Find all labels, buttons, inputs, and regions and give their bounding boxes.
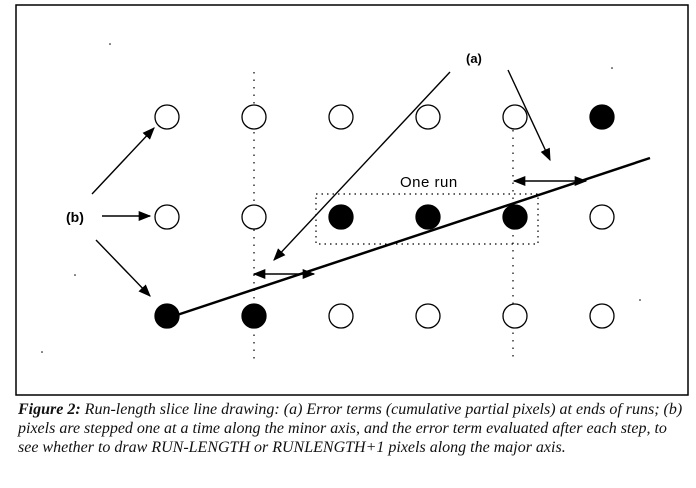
arrow-a-right <box>507 69 551 162</box>
empty-pixel <box>241 204 267 230</box>
pixel-grid <box>154 104 615 329</box>
filled-pixel <box>241 303 267 329</box>
empty-pixel <box>502 104 528 130</box>
empty-pixel <box>589 204 615 230</box>
figure-caption: Figure 2: Run-length slice line drawing:… <box>18 400 690 457</box>
filled-pixel <box>415 204 441 230</box>
empty-pixel <box>154 104 180 130</box>
filled-pixel <box>502 204 528 230</box>
filled-pixel <box>589 104 615 130</box>
arrow-b-up <box>91 127 155 195</box>
run-box <box>315 193 539 245</box>
caption-text: Run-length slice line drawing: (a) Error… <box>18 401 683 456</box>
figure-frame <box>15 4 689 396</box>
empty-pixel <box>328 104 354 130</box>
empty-pixel <box>241 104 267 130</box>
run-label: One run <box>400 174 458 191</box>
caption-figure-label: Figure 2: <box>18 401 81 418</box>
label-b: (b) <box>66 209 84 225</box>
empty-pixel <box>502 303 528 329</box>
filled-pixel <box>154 303 180 329</box>
empty-pixel <box>589 303 615 329</box>
empty-pixel <box>328 303 354 329</box>
empty-pixel <box>415 104 441 130</box>
empty-pixel <box>154 204 180 230</box>
empty-pixel <box>415 303 441 329</box>
label-a: (a) <box>466 51 482 66</box>
arrow-a-left <box>273 71 451 261</box>
filled-pixel <box>328 204 354 230</box>
arrow-b-down <box>95 239 151 297</box>
scan-specks <box>41 43 641 353</box>
